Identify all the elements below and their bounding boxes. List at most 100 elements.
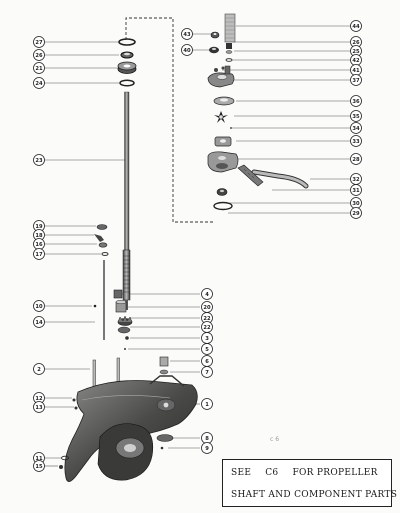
callout-9: 9	[201, 442, 213, 454]
part-25-sleeve	[225, 50, 233, 54]
callout-20: 20	[201, 301, 213, 313]
callout-44: 44	[350, 20, 362, 32]
svg-text:44: 44	[352, 24, 360, 30]
note-for-propeller: FOR PROPELLER	[292, 468, 378, 478]
svg-text:32: 32	[352, 177, 360, 183]
svg-text:20: 20	[203, 305, 211, 311]
svg-text:4: 4	[205, 292, 209, 298]
svg-text:35: 35	[352, 114, 360, 120]
svg-text:10: 10	[35, 304, 43, 310]
svg-text:2: 2	[37, 367, 41, 373]
part-35-impeller	[214, 111, 228, 123]
callout-36: 36	[350, 95, 362, 107]
callout-4: 4	[201, 288, 213, 300]
svg-text:5: 5	[205, 347, 209, 353]
part-4-bushing	[113, 289, 123, 299]
callout-8: 8	[201, 432, 213, 444]
svg-text:26: 26	[352, 40, 360, 46]
callout-23: 23	[33, 154, 45, 166]
part-17-washer	[101, 252, 109, 256]
part-36-face-plate	[213, 96, 235, 106]
leader-lines-right	[119, 25, 350, 449]
svg-text:33: 33	[352, 139, 360, 145]
svg-text:6: 6	[205, 359, 209, 365]
callout-17: 17	[33, 248, 45, 260]
part-10-dot	[93, 304, 97, 308]
callout-22b: 22	[201, 321, 213, 333]
callout-34: 34	[350, 122, 362, 134]
part-24-ring	[119, 79, 135, 87]
svg-text:42: 42	[352, 58, 360, 64]
leader-lines-left	[45, 41, 125, 467]
callout-40: 40	[181, 44, 193, 56]
note-section-ref: C6	[265, 468, 279, 478]
callouts-right: 43 44 40 26 25 42 41 37 36 35 34 33 28 3…	[181, 20, 362, 219]
part-16-ring	[98, 242, 108, 248]
part-18-pin	[94, 234, 104, 242]
callout-24: 24	[33, 77, 45, 89]
part-15-screw	[59, 465, 63, 469]
svg-text:22: 22	[203, 316, 211, 322]
callout-10: 10	[33, 300, 45, 312]
part-41-screws	[214, 66, 225, 72]
svg-text:15: 15	[35, 464, 43, 470]
callout-35: 35	[350, 110, 362, 122]
callouts-middle: 4 20 22 22 3 5 6 7 1 8 9	[201, 288, 213, 454]
callout-16: 16	[33, 238, 45, 250]
part-40-grommet	[209, 46, 219, 54]
part-26b-seal	[226, 43, 232, 49]
callout-5: 5	[201, 343, 213, 355]
part-8-plate	[156, 434, 174, 442]
svg-text:31: 31	[352, 188, 360, 194]
svg-text:11: 11	[35, 456, 43, 462]
callout-15: 15	[33, 460, 45, 472]
part-22b-gear	[117, 326, 131, 334]
callout-14: 14	[33, 316, 45, 328]
svg-text:40: 40	[183, 48, 191, 54]
callout-6: 6	[201, 355, 213, 367]
part-22-gear	[117, 315, 133, 326]
part-30-nut	[216, 188, 228, 196]
svg-text:34: 34	[352, 126, 360, 132]
part-20-bearing	[115, 299, 127, 313]
callout-31: 31	[350, 184, 362, 196]
svg-text:28: 28	[352, 157, 360, 163]
pencil-annotation: c 6	[270, 436, 280, 443]
note-line-2: SHAFT AND COMPONENT PARTS	[231, 490, 398, 500]
svg-text:37: 37	[352, 78, 360, 84]
part-1-gearcase-housing	[64, 375, 198, 482]
callout-18: 18	[33, 229, 45, 241]
svg-text:9: 9	[205, 446, 209, 452]
part-9-screw	[160, 446, 164, 450]
part-12-screw	[72, 398, 76, 402]
part-23-drive-shaft	[122, 91, 131, 310]
callout-27: 27	[33, 36, 45, 48]
svg-text:27: 27	[35, 40, 43, 46]
svg-text:22: 22	[203, 325, 211, 331]
svg-text:24: 24	[35, 81, 43, 87]
part-21-bearing	[117, 61, 137, 74]
svg-text:14: 14	[35, 320, 43, 326]
part-42-ring	[225, 58, 233, 62]
part-31-sleeve	[237, 164, 264, 187]
note-see: SEE	[231, 468, 252, 478]
part-37-pump-housing	[207, 65, 235, 88]
svg-text:7: 7	[205, 370, 209, 376]
part-44-tube	[224, 13, 236, 43]
callout-1: 1	[201, 398, 213, 410]
callout-29: 29	[350, 207, 362, 219]
callout-26b: 26	[350, 36, 362, 48]
callout-37: 37	[350, 74, 362, 86]
svg-text:29: 29	[352, 211, 360, 217]
svg-text:17: 17	[35, 252, 43, 258]
svg-text:21: 21	[35, 66, 43, 72]
callout-2: 2	[33, 363, 45, 375]
part-33-plate	[214, 136, 232, 147]
part-19-clip	[96, 224, 108, 230]
callout-30: 30	[350, 197, 362, 209]
callout-32: 32	[350, 173, 362, 185]
svg-text:1: 1	[205, 402, 209, 408]
part-32-water-tube	[251, 169, 309, 189]
part-26-seal	[120, 51, 134, 59]
